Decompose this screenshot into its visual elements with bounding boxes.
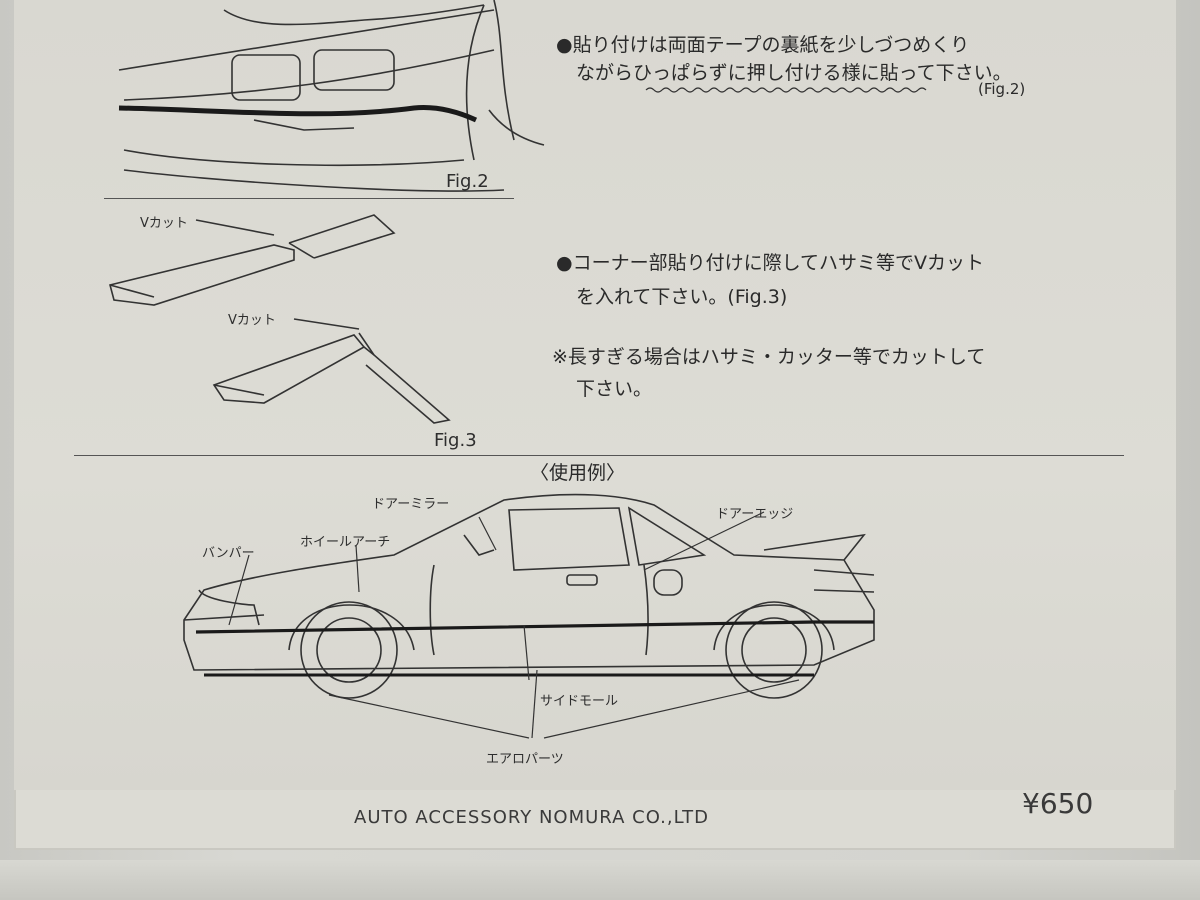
step2-line1: ●コーナー部貼り付けに際してハサミ等でVカット xyxy=(556,252,985,274)
side-molding-label: サイドモール xyxy=(540,694,619,709)
vcut-label-2: Vカット xyxy=(228,313,276,328)
company-name: AUTO ACCESSORY NOMURA CO.,LTD xyxy=(354,807,709,828)
vcut-figure-bottom xyxy=(212,318,451,424)
door-edge-label: ドアーエッジ xyxy=(716,507,794,522)
wavy-underline xyxy=(645,87,927,93)
fig2-label: Fig.2 xyxy=(446,171,489,192)
vcut-label-1: Vカット xyxy=(140,216,188,231)
bag-fold xyxy=(0,860,1200,900)
fig2-divider xyxy=(104,198,514,199)
fig3-label: Fig.3 xyxy=(434,430,477,451)
fig2-drawing xyxy=(118,0,545,192)
bumper-label: バンパー xyxy=(202,546,255,561)
product-card: Fig.2 Vカット Vカット Fig.3 ●貼り付けは両面テープの裏紙を少しづ… xyxy=(14,0,1176,850)
vcut-figure-top xyxy=(109,214,396,306)
step1-line2: ながらひっぱらずに押し付ける様に貼って下さい。 xyxy=(576,62,1012,84)
fig3-divider xyxy=(74,455,1124,456)
wheel-arch-label: ホイールアーチ xyxy=(300,535,391,550)
instruction-sheet xyxy=(14,0,1176,790)
price-label: ¥650 xyxy=(1022,787,1094,820)
door-mirror-label: ドアーミラー xyxy=(372,497,450,512)
aero-parts-label: エアロパーツ xyxy=(486,752,564,767)
usage-example-title: 〈使用例〉 xyxy=(530,462,626,484)
step1-fig-ref: (Fig.2) xyxy=(978,80,1026,98)
step2-line2: を入れて下さい。(Fig.3) xyxy=(576,286,788,308)
note-line2: 下さい。 xyxy=(576,378,653,400)
note-line1: ※長すぎる場合はハサミ・カッター等でカットして xyxy=(552,346,986,368)
car-illustration xyxy=(183,493,875,739)
step1-line1: ●貼り付けは両面テープの裏紙を少しづつめくり xyxy=(556,34,970,56)
